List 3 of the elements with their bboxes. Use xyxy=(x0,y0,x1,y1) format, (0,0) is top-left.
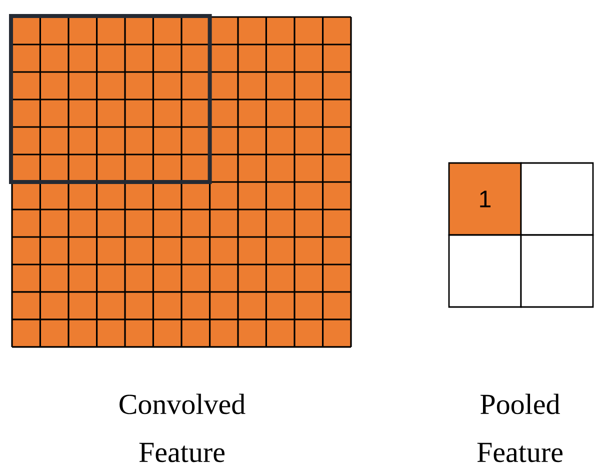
caption-text: Convolved Feature xyxy=(120,394,246,462)
caption-text: Pooled Feature xyxy=(477,394,562,462)
pooled-cell: 1 xyxy=(448,162,522,236)
